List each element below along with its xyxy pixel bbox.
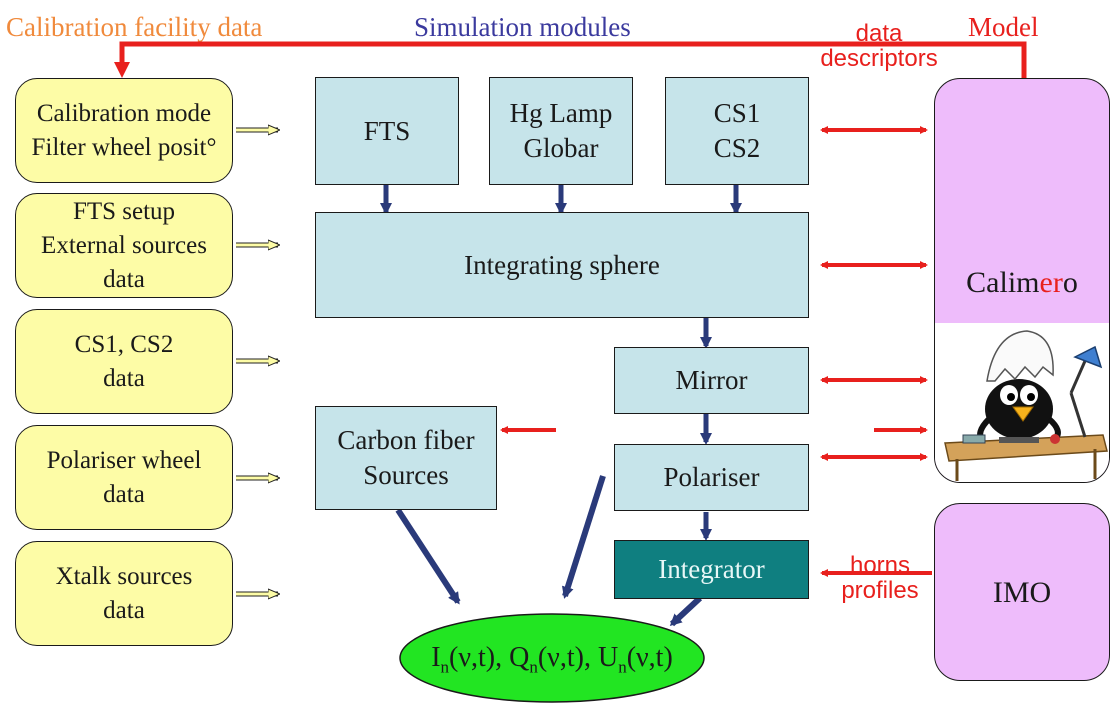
- xtalk-sources-box: Xtalk sources data: [15, 541, 233, 646]
- horns-profiles-label: horns profiles: [830, 553, 930, 603]
- u-subscript: n: [618, 657, 627, 677]
- cs-module: CS1 CS2: [665, 77, 809, 185]
- q-subscript: n: [529, 657, 538, 677]
- cs-data-box: CS1, CS2 data: [15, 309, 233, 414]
- cs1-label: CS1: [713, 98, 761, 128]
- hg-lamp-globar-module: Hg Lamp Globar: [489, 77, 633, 185]
- model-header: Model: [968, 12, 1039, 42]
- fts-setup-box: FTS setup External sources data: [15, 193, 233, 298]
- integrating-sphere-label: Integrating sphere: [464, 249, 660, 280]
- output-ellipse: [399, 613, 705, 703]
- i-subscript: n: [440, 657, 450, 677]
- fts-label: FTS: [363, 115, 411, 146]
- calimero-chick-icon: [944, 330, 1108, 481]
- u-args: (ν,t): [626, 642, 673, 673]
- fts-setup-line-2: External sources: [41, 231, 207, 259]
- polariser-module: Polariser: [614, 444, 809, 511]
- fts-setup-line-3: data: [103, 265, 145, 293]
- output-formula: In(ν,t), Qn(ν,t), Un(ν,t): [398, 640, 706, 686]
- integrator-module: Integrator: [614, 540, 809, 599]
- imo-box: IMO: [934, 503, 1110, 681]
- calimero-title-suffix: o: [1062, 266, 1078, 299]
- left-diagonal-arrow: [561, 475, 606, 599]
- q-args: (ν,t): [537, 642, 584, 673]
- cs-data-line-2: data: [103, 364, 145, 392]
- cs-data-line-1: CS1, CS2: [74, 330, 174, 358]
- calimero-model-box: Calimero: [934, 78, 1110, 483]
- hg-lamp-label: Hg Lamp: [509, 98, 613, 128]
- data-descriptors-line-2: descriptors: [820, 45, 938, 72]
- polariser-wheel-line-2: data: [103, 480, 145, 508]
- calibration-mode-line-1: Calibration mode: [36, 99, 212, 127]
- q-symbol: Q: [509, 642, 530, 673]
- horns-profiles-line-2: profiles: [841, 577, 919, 604]
- calimero-title-accent: er: [1039, 266, 1063, 299]
- calibration-facility-header: Calibration facility data: [6, 12, 263, 42]
- integrator-to-output-arrow: [669, 595, 703, 627]
- cs2-label: CS2: [713, 133, 761, 163]
- i-symbol: I: [431, 642, 441, 673]
- imo-label: IMO: [992, 575, 1052, 609]
- separator-1: ,: [495, 642, 510, 673]
- i-args: (ν,t): [449, 642, 496, 673]
- calibration-mode-box: Calibration mode Filter wheel posit°: [15, 78, 233, 183]
- calimero-title-prefix: Calim: [966, 266, 1040, 299]
- calibration-mode-line-2: Filter wheel posit°: [31, 133, 217, 161]
- polariser-label: Polariser: [663, 462, 760, 492]
- fts-setup-line-1: FTS setup: [72, 197, 176, 225]
- carbon-fiber-sources-module: Carbon fiber Sources: [315, 406, 497, 510]
- calimero-title: Calimero: [966, 265, 1078, 301]
- fts-module: FTS: [315, 77, 459, 185]
- polariser-wheel-box: Polariser wheel data: [15, 425, 233, 530]
- carbon-fiber-label: Carbon fiber: [337, 425, 475, 455]
- data-descriptors-line: [114, 41, 1027, 78]
- globar-label: Globar: [523, 133, 599, 163]
- mirror-label: Mirror: [675, 365, 748, 395]
- simulation-modules-header: Simulation modules: [414, 12, 631, 42]
- calimero-illustration: [935, 323, 1109, 482]
- carbon-to-output-arrow: [395, 508, 461, 605]
- xtalk-sources-line-2: data: [103, 596, 145, 624]
- sources-label: Sources: [363, 460, 449, 490]
- u-symbol: U: [597, 642, 619, 673]
- xtalk-sources-line-1: Xtalk sources: [55, 562, 193, 590]
- integrator-label: Integrator: [658, 554, 765, 584]
- polariser-wheel-line-1: Polariser wheel: [46, 446, 202, 474]
- integrating-sphere-module: Integrating sphere: [315, 212, 809, 318]
- separator-2: ,: [583, 642, 598, 673]
- mirror-module: Mirror: [614, 347, 809, 414]
